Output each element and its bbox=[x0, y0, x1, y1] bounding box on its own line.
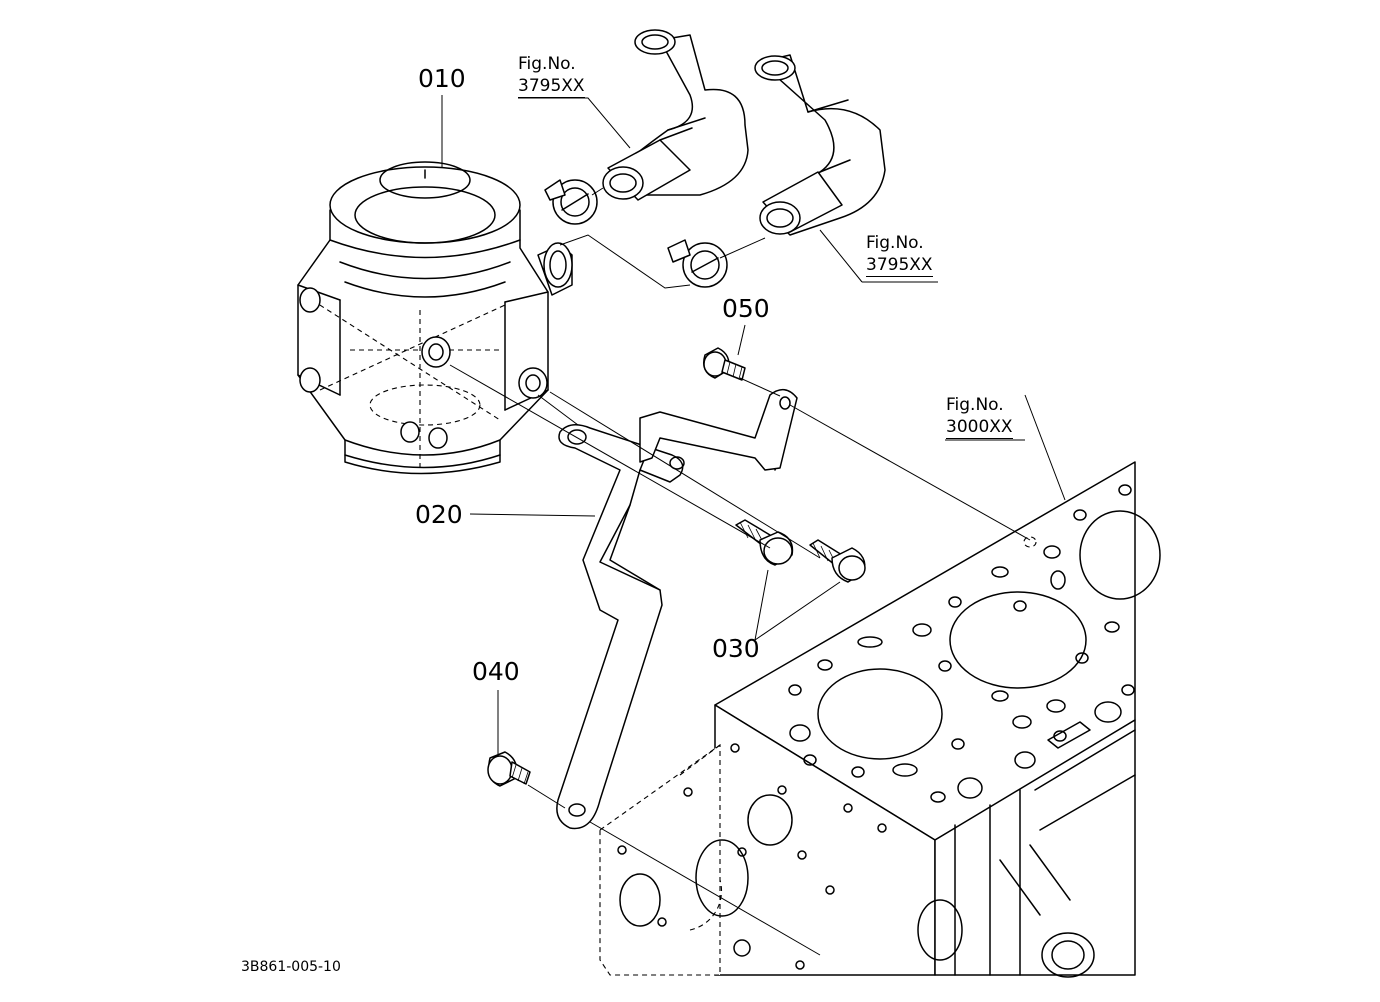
part-label-040: 040 bbox=[472, 657, 520, 686]
fig-ref-3795xx-lower: Fig.No. 3795XX bbox=[866, 235, 933, 277]
fig-ref-number: 3795XX bbox=[866, 255, 933, 277]
part-label-020: 020 bbox=[415, 500, 463, 529]
fig-ref-prefix: Fig.No. bbox=[866, 233, 924, 253]
leader-lines bbox=[441, 95, 1031, 956]
fig-ref-prefix: Fig.No. bbox=[518, 54, 576, 74]
part-label-030: 030 bbox=[712, 634, 760, 663]
fig-ref-prefix: Fig.No. bbox=[946, 395, 1004, 415]
fig-ref-number: 3795XX bbox=[518, 76, 585, 98]
drawing-code: 3B861-005-10 bbox=[241, 959, 341, 975]
hose-clamp-upper bbox=[544, 179, 598, 225]
bracket-020 bbox=[556, 389, 798, 830]
bolt-030-b bbox=[809, 539, 866, 583]
engine-block bbox=[599, 394, 1161, 978]
hose-upper bbox=[602, 29, 749, 201]
fig-ref-3795xx-upper: Fig.No. 3795XX bbox=[518, 56, 585, 98]
bolt-040 bbox=[487, 751, 531, 787]
hose-clamp-lower bbox=[667, 239, 728, 288]
hose-lower bbox=[754, 54, 886, 236]
bolt-030-a bbox=[735, 519, 794, 566]
filter-housing-010 bbox=[297, 161, 573, 475]
part-label-010: 010 bbox=[418, 64, 466, 93]
fig-ref-3000xx: Fig.No. 3000XX bbox=[946, 397, 1013, 439]
bolt-050 bbox=[703, 347, 746, 381]
fig-ref-number: 3000XX bbox=[946, 417, 1013, 439]
part-label-050: 050 bbox=[722, 294, 770, 323]
